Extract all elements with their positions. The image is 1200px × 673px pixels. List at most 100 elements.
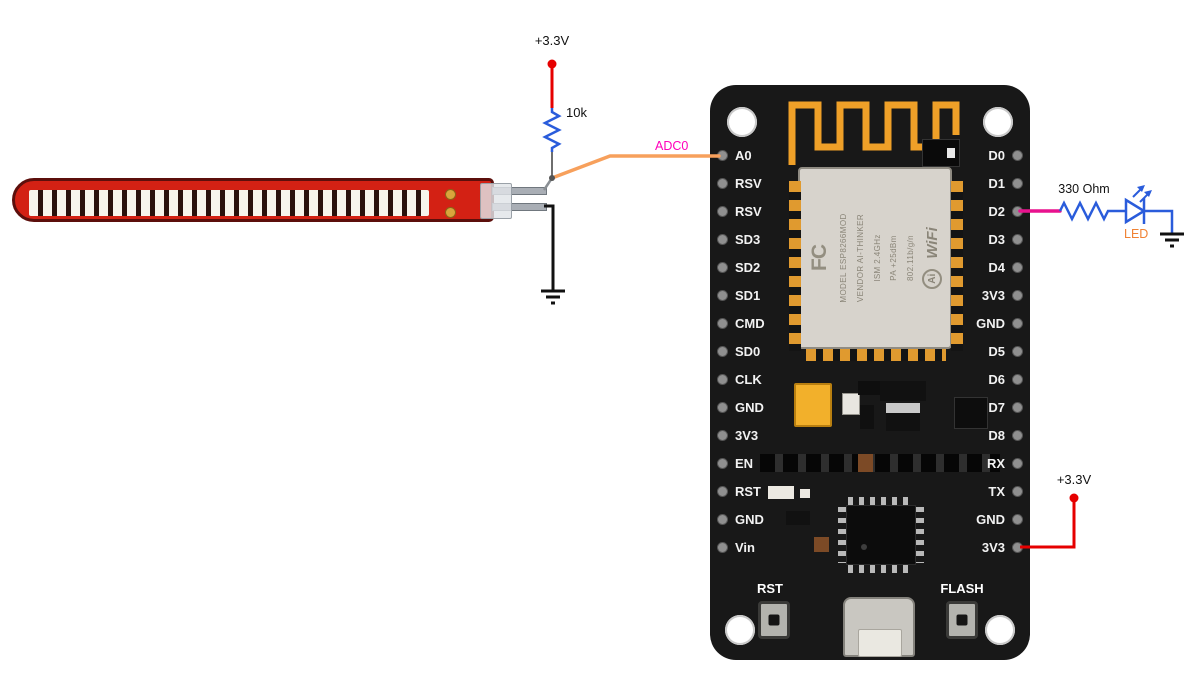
adc0-net-label: ADC0	[655, 139, 689, 153]
module-pa-line: PA +25dBm	[889, 235, 899, 281]
pin-a0: A0	[717, 141, 765, 169]
smd-component	[922, 139, 960, 167]
pin-hole-icon	[1012, 541, 1023, 553]
module-pads-bottom	[806, 349, 946, 361]
voltage-regulator	[886, 403, 920, 431]
pin-d3: D3	[976, 225, 1023, 253]
pin-label: D0	[988, 147, 1005, 163]
pin-rsv2: RSV	[717, 197, 765, 225]
micro-usb-connector	[843, 597, 915, 657]
pin-hole-icon	[717, 345, 728, 357]
pin-gnd-left1: GND	[717, 393, 765, 421]
rst-button	[758, 601, 790, 639]
pin-sd3: SD3	[717, 225, 765, 253]
pin-label: RSV	[735, 175, 762, 191]
smd-component	[954, 397, 988, 429]
pin-hole-icon	[1012, 401, 1023, 413]
pin-hole-icon	[717, 149, 728, 161]
led-arrow	[1139, 191, 1151, 203]
pin-label: D5	[988, 343, 1005, 359]
wifi-logo: WiFi	[923, 227, 941, 259]
mounting-hole	[985, 615, 1015, 645]
pin-label: GND	[735, 511, 764, 527]
pin-label: CMD	[735, 315, 765, 331]
flex-sensor-gold-pad	[445, 189, 456, 200]
pin-hole-icon	[717, 261, 728, 273]
led-net-label: LED	[1124, 227, 1149, 241]
pin-hole-icon	[1012, 233, 1023, 245]
pin-hole-icon	[717, 289, 728, 301]
pin-clk: CLK	[717, 365, 765, 393]
pin-label: D3	[988, 231, 1005, 247]
pin-hole-icon	[717, 457, 728, 469]
pin-label: GND	[976, 315, 1005, 331]
pin-label: SD3	[735, 231, 761, 247]
pin-hole-icon	[717, 205, 728, 217]
pin-label: D2	[988, 203, 1005, 219]
pin-3v3-right2: 3V3	[976, 533, 1023, 561]
mounting-hole	[725, 615, 755, 645]
pin-hole-icon	[1012, 205, 1023, 217]
pin-label: Vin	[735, 539, 755, 555]
pin-d5: D5	[976, 337, 1023, 365]
pin-d8: D8	[976, 421, 1023, 449]
pin-cmd: CMD	[717, 309, 765, 337]
pin-hole-icon	[1012, 345, 1023, 357]
chip-pins	[848, 497, 914, 505]
power-symbol-top	[547, 59, 557, 108]
pin-hole-icon	[1012, 261, 1023, 273]
pin-label: SD2	[735, 259, 761, 275]
pin-label: D6	[988, 371, 1005, 387]
smd-component	[814, 537, 829, 552]
flex-sensor-gold-pad	[445, 207, 456, 218]
module-std-line: 802.11b/g/n	[905, 234, 915, 282]
pin-label: RST	[735, 483, 761, 499]
pin-hole-icon	[1012, 485, 1023, 497]
pin-gnd-left2: GND	[717, 505, 765, 533]
chip-pins	[916, 507, 924, 563]
pin-hole-icon	[1012, 149, 1023, 161]
adc-wire	[550, 154, 721, 180]
flex-sensor-body	[12, 178, 494, 222]
pin-sd2: SD2	[717, 253, 765, 281]
pin-label: D8	[988, 427, 1005, 443]
pin-3v3-right1: 3V3	[976, 281, 1023, 309]
usb-port-opening	[858, 629, 902, 657]
pin-hole-icon	[717, 429, 728, 441]
vcc-label-bottom: +3.3V	[1056, 472, 1092, 487]
pin-hole-icon	[1012, 429, 1023, 441]
pin-label: 3V3	[735, 427, 759, 443]
pin-label: SD1	[735, 287, 761, 303]
pin-en: EN	[717, 449, 765, 477]
pin-vin: Vin	[717, 533, 765, 561]
flex-sensor-clamp	[480, 183, 512, 219]
fcc-logo: FC	[807, 245, 831, 271]
voltage-regulator-tab	[880, 381, 926, 401]
smd-component	[860, 405, 874, 429]
pin-tx: TX	[976, 477, 1023, 505]
led-arrow-head	[1144, 190, 1152, 197]
capacitor-yellow	[794, 383, 832, 427]
pin-hole-icon	[717, 317, 728, 329]
smd-component	[842, 393, 860, 415]
pin-label: GND	[976, 511, 1005, 527]
mounting-hole	[727, 107, 757, 137]
pin-label: GND	[735, 399, 764, 415]
pin-label: D4	[988, 259, 1005, 275]
pin-hole-icon	[1012, 177, 1023, 189]
pin-label: RX	[986, 455, 1005, 471]
module-pads-right	[951, 181, 963, 351]
pin-d6: D6	[976, 365, 1023, 393]
wifi-antenna-trace	[788, 101, 960, 165]
chip-body	[846, 505, 916, 565]
pin-d0: D0	[976, 141, 1023, 169]
pin-hole-icon	[717, 177, 728, 189]
flash-button-label: FLASH	[940, 581, 984, 596]
model-value: ESP8266MOD	[839, 213, 849, 270]
pullup-resistor-label: 10k	[566, 105, 587, 120]
led-resistor-symbol	[1058, 200, 1126, 222]
right-pin-column: D0 D1 D2 D3 D4 3V3 GND D5 D6 D7 D8 RX TX…	[976, 141, 1023, 561]
pin-sd1: SD1	[717, 281, 765, 309]
pin-label: D7	[988, 399, 1005, 415]
